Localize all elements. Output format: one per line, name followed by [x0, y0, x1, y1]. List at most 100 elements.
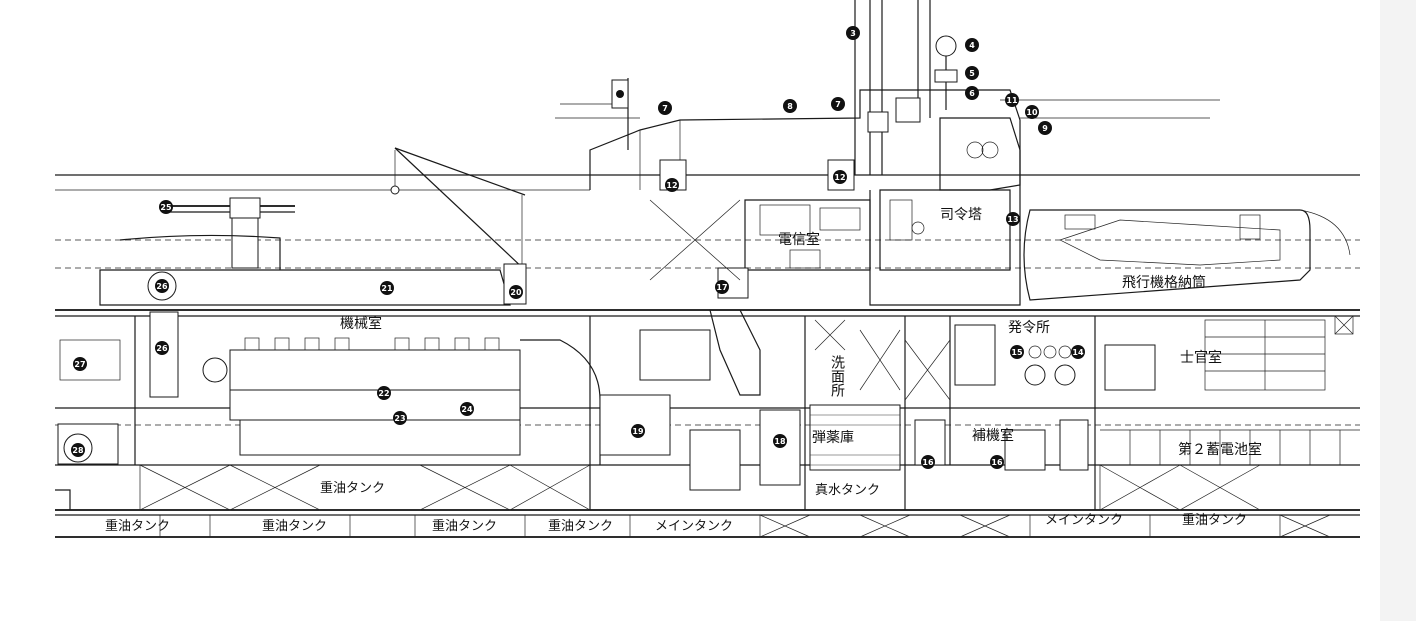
callout-8: 8: [783, 99, 797, 113]
washroom-block: [814, 319, 901, 391]
label-bottom-tank: 重油タンク: [548, 518, 613, 534]
conning-tower-chamber: [879, 189, 1011, 271]
internal-bulkheads: [134, 316, 1096, 510]
svg-text:16: 16: [991, 458, 1003, 467]
callout-3: 3: [846, 26, 860, 40]
officers-room-fittings: [1104, 315, 1354, 391]
svg-text:5: 5: [969, 69, 975, 78]
svg-text:18: 18: [774, 437, 786, 446]
callout-28: 28: [71, 443, 85, 457]
label-radio-room: 電信室: [778, 231, 820, 248]
callout-9: 9: [1038, 121, 1052, 135]
label-battery-room: 第２蓄電池室: [1178, 441, 1262, 458]
callout-18: 18: [773, 434, 787, 448]
callout-17: 17: [715, 280, 729, 294]
callout-7: 7: [658, 101, 672, 115]
label-bottom-tank: 重油タンク: [262, 518, 327, 534]
callout-23: 23: [393, 411, 407, 425]
bottom-tank-labels: 重油タンク 重油タンク 重油タンク 重油タンク メインタンク メインタンク 重油…: [105, 512, 1247, 534]
callout-5: 5: [965, 66, 979, 80]
svg-text:15: 15: [1011, 348, 1023, 357]
label-aux-machinery: 補機室: [972, 427, 1014, 444]
callout-7: 7: [831, 97, 845, 111]
callout-21: 21: [380, 281, 394, 295]
label-bottom-tank: メインタンク: [1045, 513, 1123, 528]
label-magazine: 弾薬庫: [812, 429, 854, 446]
label-control-room: 発令所: [1008, 320, 1050, 336]
deck-gun: [165, 197, 295, 269]
svg-text:14: 14: [1072, 348, 1084, 357]
svg-text:10: 10: [1026, 108, 1038, 117]
svg-text:20: 20: [510, 288, 522, 297]
callout-26: 26: [155, 341, 169, 355]
magazine-shelving: [809, 404, 901, 471]
svg-text:28: 28: [72, 446, 84, 455]
callout-16: 16: [921, 455, 935, 469]
deck-crane: [390, 147, 526, 271]
callout-12: 12: [833, 170, 847, 184]
svg-text:3: 3: [850, 29, 856, 38]
svg-text:7: 7: [835, 100, 841, 109]
callout-12: 12: [665, 178, 679, 192]
svg-text:21: 21: [381, 284, 393, 293]
svg-text:11: 11: [1006, 96, 1018, 105]
bottom-tank-bays: [159, 514, 1331, 538]
label-fuel-tank-upper: 重油タンク: [320, 480, 385, 496]
svg-text:6: 6: [969, 89, 975, 98]
label-conning-tower: 司令塔: [940, 207, 982, 223]
svg-text:22: 22: [378, 389, 389, 398]
callout-16: 16: [990, 455, 1004, 469]
battery-cells: [1100, 429, 1360, 465]
svg-text:23: 23: [394, 414, 405, 423]
diesel-engines: [57, 311, 521, 465]
callout-14: 14: [1071, 345, 1085, 359]
callout-20: 20: [509, 285, 523, 299]
callout-15: 15: [1010, 345, 1024, 359]
callout-10: 10: [1025, 105, 1039, 119]
label-hangar: 飛行機格納筒: [1122, 274, 1206, 291]
svg-text:17: 17: [716, 283, 727, 292]
callout-13: 13: [1006, 212, 1020, 226]
callout-22: 22: [377, 386, 391, 400]
generators: [599, 329, 801, 491]
svg-text:26: 26: [156, 344, 168, 353]
callout-4: 4: [965, 38, 979, 52]
control-room-instruments: [954, 324, 1076, 386]
svg-text:26: 26: [156, 282, 168, 291]
callout-27: 27: [73, 357, 87, 371]
callout-19: 19: [631, 424, 645, 438]
label-officers-room: 士官室: [1180, 349, 1222, 366]
callout-26: 26: [155, 279, 169, 293]
callout-24: 24: [460, 402, 474, 416]
label-fresh-water-tank: 真水タンク: [815, 483, 880, 498]
callout-6: 6: [965, 86, 979, 100]
callout-markers: 3 4 5 6 7 7 8 9 10 11 12 12 13 14 15 16 …: [71, 26, 1085, 469]
svg-text:12: 12: [834, 173, 845, 182]
launch-rail-hull-bulge: [99, 234, 527, 306]
svg-text:24: 24: [461, 405, 473, 414]
page-edge: [1380, 0, 1416, 621]
label-engine-room: 機械室: [340, 315, 382, 332]
svg-text:4: 4: [969, 41, 975, 50]
compartment-labels: 司令塔 電信室 飛行機格納筒 機械室 発令所 洗面所 士官室 弾薬庫 補機室 第…: [320, 207, 1262, 498]
svg-text:27: 27: [74, 360, 85, 369]
svg-text:25: 25: [160, 203, 172, 212]
lower-tank-bracing: [139, 464, 1261, 511]
radio-room-block: [744, 199, 871, 271]
callout-25: 25: [159, 200, 173, 214]
sail-structure: [555, 0, 1220, 306]
svg-text:19: 19: [632, 427, 644, 436]
svg-text:16: 16: [922, 458, 934, 467]
label-bottom-tank: 重油タンク: [1182, 512, 1247, 528]
hull-frame-crosses: [649, 199, 951, 401]
svg-text:9: 9: [1042, 124, 1048, 133]
svg-text:12: 12: [666, 181, 677, 190]
label-bottom-tank: 重油タンク: [432, 518, 497, 534]
label-bottom-tank: メインタンク: [655, 519, 733, 534]
callout-11: 11: [1005, 93, 1019, 107]
svg-text:7: 7: [662, 104, 668, 113]
label-washroom: 洗面所: [829, 355, 845, 397]
svg-text:8: 8: [787, 102, 793, 111]
label-bottom-tank: 重油タンク: [105, 518, 170, 534]
